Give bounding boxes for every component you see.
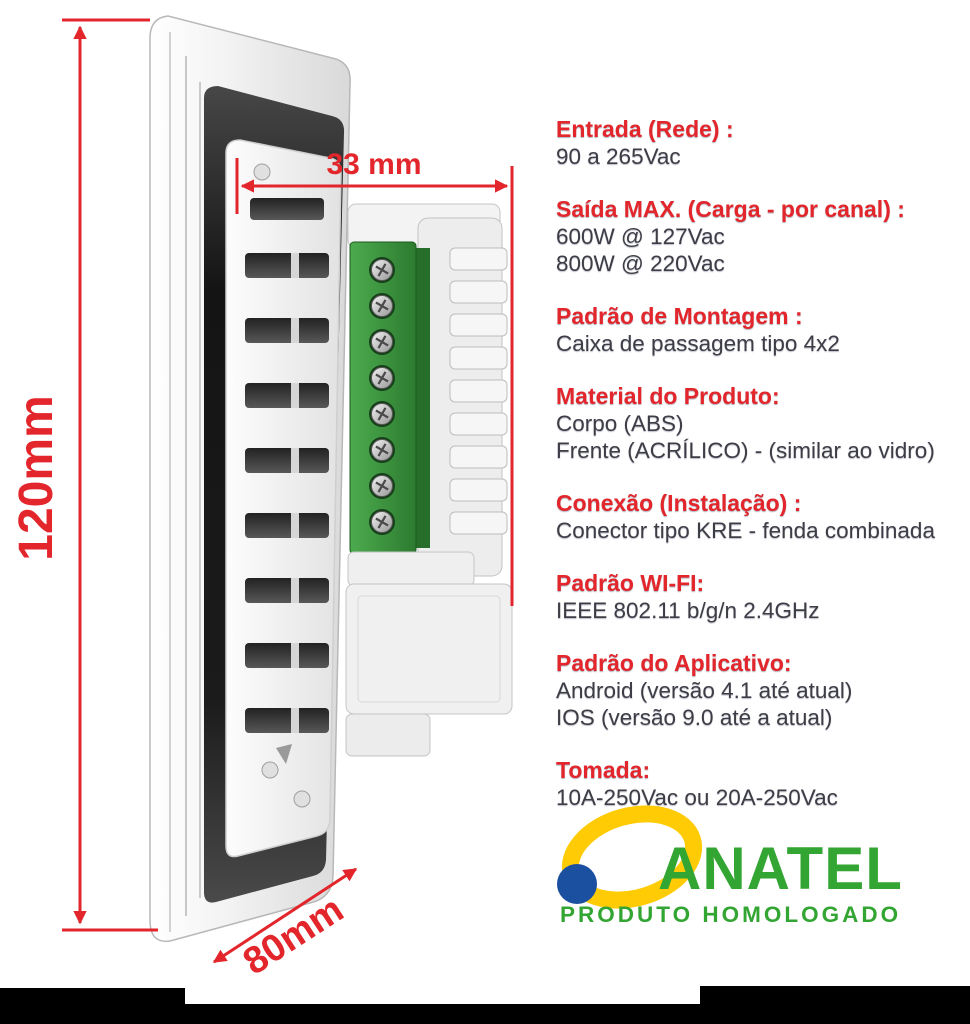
spec-line: 90 a 265Vac bbox=[556, 144, 681, 169]
screw-icon bbox=[369, 509, 395, 535]
spec-block-aplicativo: Padrão do Aplicativo: Android (versão 4.… bbox=[556, 650, 970, 731]
spec-block-saida-max: Saída MAX. (Carga - por canal) : 600W @ … bbox=[556, 196, 970, 277]
anatel-brand-text: ANATEL bbox=[658, 835, 903, 902]
lower-module bbox=[345, 583, 513, 715]
back-module bbox=[225, 139, 342, 858]
dimension-depth bbox=[235, 158, 514, 606]
spec-heading: Padrão WI-FI: bbox=[556, 570, 705, 596]
spec-line: 600W @ 127Vac bbox=[556, 224, 725, 249]
screw-icon bbox=[369, 401, 395, 427]
anatel-globe-icon bbox=[557, 864, 597, 904]
dimension-height bbox=[62, 18, 158, 932]
lower-module-face bbox=[357, 595, 501, 703]
dimension-width bbox=[212, 867, 358, 964]
bracket-slot bbox=[245, 578, 329, 603]
spec-heading: Entrada (Rede) : bbox=[556, 116, 734, 142]
bracket-slot-top bbox=[250, 198, 324, 220]
spec-line: Caixa de passagem tipo 4x2 bbox=[556, 331, 840, 356]
bracket-slot bbox=[245, 708, 329, 733]
spec-block-entrada: Entrada (Rede) : 90 a 265Vac bbox=[556, 116, 970, 170]
spec-heading: Padrão de Montagem : bbox=[556, 303, 803, 329]
background-bottom-bar bbox=[0, 1004, 970, 1024]
screw-icon bbox=[369, 257, 395, 283]
mounting-hole-bottom-1 bbox=[261, 761, 279, 779]
terminal-screws bbox=[369, 257, 395, 535]
terminal-block bbox=[349, 241, 417, 555]
bracket-slot bbox=[245, 253, 329, 278]
anatel-tagline-text: PRODUTO HOMOLOGADO bbox=[560, 902, 901, 927]
screw-icon bbox=[369, 293, 395, 319]
spec-line: Corpo (ABS) bbox=[556, 411, 684, 436]
bracket-slot bbox=[245, 448, 329, 473]
connector-housing-bottom bbox=[347, 551, 475, 587]
bracket-slot bbox=[245, 318, 329, 343]
dimension-depth-label: 33 mm bbox=[326, 148, 421, 181]
bracket-slot bbox=[245, 643, 329, 668]
spec-line: Conector tipo KRE - fenda combinada bbox=[556, 518, 935, 543]
spec-line: Android (versão 4.1 até atual) bbox=[556, 678, 853, 703]
mounting-hole-bottom-2 bbox=[293, 790, 311, 808]
spec-line: IOS (versão 9.0 até a atual) bbox=[556, 705, 833, 730]
anatel-logo: ANATEL PRODUTO HOMOLOGADO bbox=[557, 805, 903, 927]
spec-heading: Material do Produto: bbox=[556, 383, 780, 409]
screw-icon bbox=[369, 437, 395, 463]
screw-icon bbox=[369, 365, 395, 391]
spec-line: 10A-250Vac ou 20A-250Vac bbox=[556, 785, 838, 810]
spec-line: Frente (ACRÍLICO) - (similar ao vidro) bbox=[556, 438, 935, 463]
bracket-slot bbox=[245, 383, 329, 408]
spec-list: Entrada (Rede) : 90 a 265Vac Saída MAX. … bbox=[556, 116, 970, 837]
bracket-slot bbox=[245, 513, 329, 538]
spec-block-padrao-montagem: Padrão de Montagem : Caixa de passagem t… bbox=[556, 303, 970, 357]
spec-heading: Padrão do Aplicativo: bbox=[556, 650, 792, 676]
spec-heading: Saída MAX. (Carga - por canal) : bbox=[556, 196, 905, 222]
spec-heading: Tomada: bbox=[556, 757, 651, 783]
spec-line: 800W @ 220Vac bbox=[556, 251, 725, 276]
lower-module-step bbox=[345, 713, 431, 757]
spec-block-material: Material do Produto: Corpo (ABS) Frente … bbox=[556, 383, 970, 464]
spec-line: IEEE 802.11 b/g/n 2.4GHz bbox=[556, 598, 820, 623]
spec-block-conexao: Conexão (Instalação) : Conector tipo KRE… bbox=[556, 490, 970, 544]
connector-fins bbox=[449, 247, 508, 535]
spec-block-tomada: Tomada: 10A-250Vac ou 20A-250Vac bbox=[556, 757, 970, 811]
screw-icon bbox=[369, 329, 395, 355]
screw-icon bbox=[369, 473, 395, 499]
bracket-slots bbox=[245, 253, 329, 733]
terminal-assembly bbox=[345, 203, 513, 757]
spec-heading: Conexão (Instalação) : bbox=[556, 490, 802, 516]
dimension-height-label: 120mm bbox=[10, 395, 63, 560]
mounting-hole-top bbox=[253, 163, 271, 181]
keyhole-notch bbox=[276, 744, 292, 764]
spec-block-wifi: Padrão WI-FI: IEEE 802.11 b/g/n 2.4GHz bbox=[556, 570, 970, 624]
